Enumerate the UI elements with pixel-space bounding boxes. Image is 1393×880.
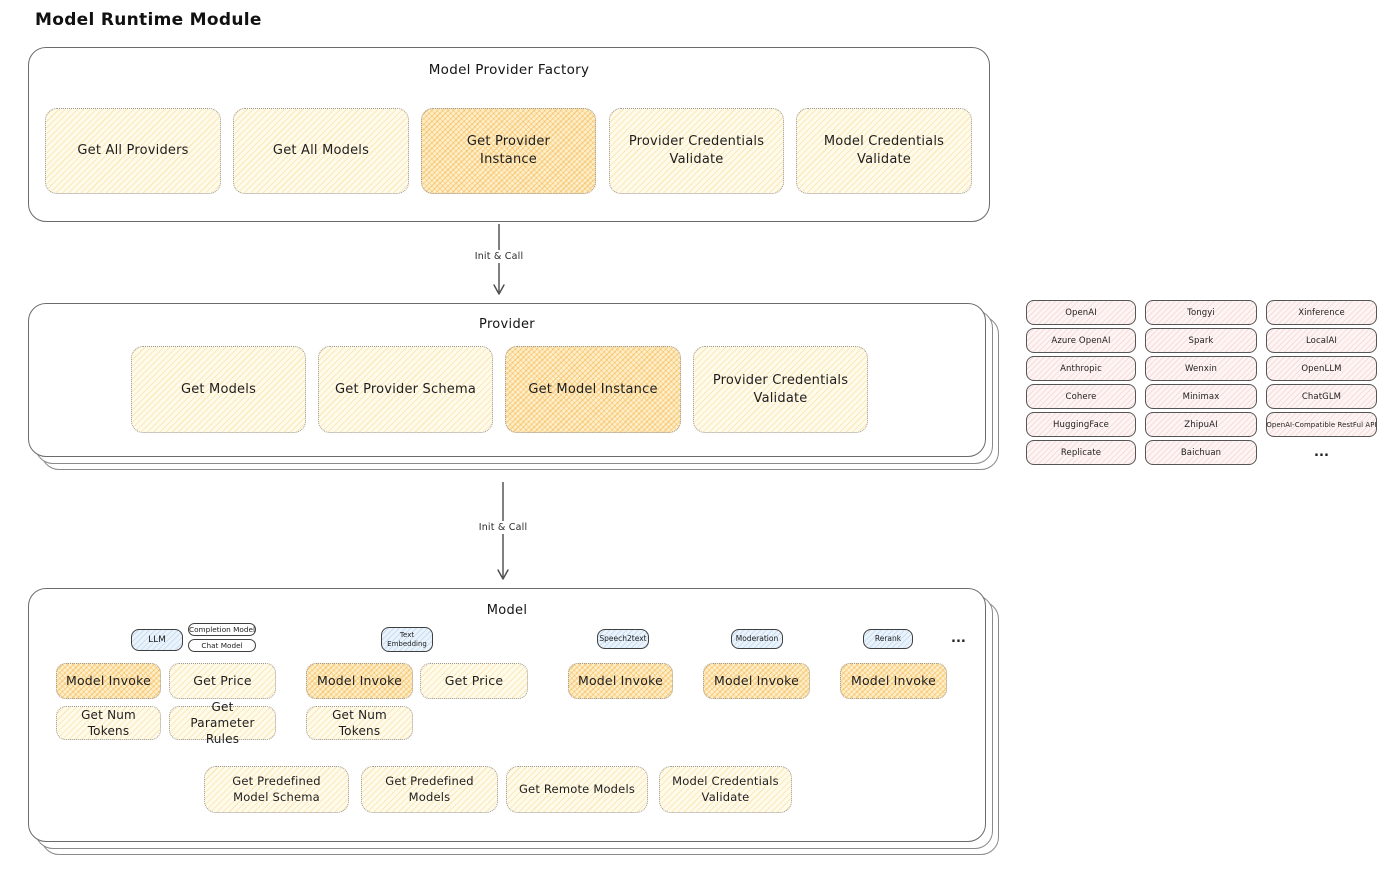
factory-panel-title: Model Provider Factory bbox=[428, 62, 590, 78]
provider-pill-anthropic: Anthropic bbox=[1026, 356, 1136, 381]
text-embedding-get-price-button: Get Price bbox=[420, 663, 528, 699]
provider-button-get-provider-schema: Get Provider Schema bbox=[318, 346, 493, 433]
tab-llm: LLM bbox=[131, 629, 183, 651]
factory-button-provider-credentials-validate: Provider Credentials Validate bbox=[609, 108, 784, 194]
arrow-factory-to-provider: Init & Call bbox=[470, 224, 528, 296]
factory-panel: Model Provider Factory Get All Providers… bbox=[28, 47, 990, 222]
model-credentials-validate-button: Model Credentials Validate bbox=[659, 766, 792, 813]
tab-moderation: Moderation bbox=[731, 629, 783, 649]
arrow-label-init-call: Init & Call bbox=[470, 250, 528, 263]
page-title: Model Runtime Module bbox=[35, 10, 262, 30]
tab-text-embedding: Text Embedding bbox=[381, 627, 433, 652]
tag-completion-model: Completion Model bbox=[188, 623, 256, 636]
speech2text-model-invoke-button: Model Invoke bbox=[568, 663, 673, 699]
llm-model-invoke-button: Model Invoke bbox=[56, 663, 161, 699]
factory-button-get-all-providers: Get All Providers bbox=[45, 108, 221, 194]
model-panel-title: Model bbox=[486, 603, 528, 618]
provider-panel: Provider Get Models Get Provider Schema … bbox=[28, 303, 986, 457]
provider-button-provider-credentials-validate: Provider Credentials Validate bbox=[693, 346, 868, 433]
provider-pill-openllm: OpenLLM bbox=[1266, 356, 1377, 381]
moderation-model-invoke-button: Model Invoke bbox=[703, 663, 810, 699]
text-embedding-model-invoke-button: Model Invoke bbox=[306, 663, 413, 699]
provider-pill-zhipuai: ZhipuAI bbox=[1145, 412, 1257, 437]
factory-button-model-credentials-validate: Model Credentials Validate bbox=[796, 108, 972, 194]
provider-list: OpenAI Azure OpenAI Anthropic Cohere Hug… bbox=[1026, 300, 1377, 465]
provider-list-ellipsis: ... bbox=[1313, 445, 1330, 460]
provider-pill-huggingface: HuggingFace bbox=[1026, 412, 1136, 437]
provider-pill-openai-compatible: OpenAI-Compatible RestFul API bbox=[1266, 412, 1377, 437]
provider-button-get-models: Get Models bbox=[131, 346, 306, 433]
factory-button-get-all-models: Get All Models bbox=[233, 108, 409, 194]
provider-pill-wenxin: Wenxin bbox=[1145, 356, 1257, 381]
factory-button-get-provider-instance: Get Provider Instance bbox=[421, 108, 596, 194]
arrow-label-init-call: Init & Call bbox=[474, 521, 532, 534]
provider-pill-cohere: Cohere bbox=[1026, 384, 1136, 409]
provider-pill-azure-openai: Azure OpenAI bbox=[1026, 328, 1136, 353]
get-remote-models-button: Get Remote Models bbox=[506, 766, 648, 813]
get-predefined-model-schema-button: Get Predefined Model Schema bbox=[204, 766, 349, 813]
provider-pill-localai: LocalAI bbox=[1266, 328, 1377, 353]
model-panel: Model LLM Completion Model Chat Model Te… bbox=[28, 588, 986, 842]
provider-pill-openai: OpenAI bbox=[1026, 300, 1136, 325]
llm-get-num-tokens-button: Get Num Tokens bbox=[56, 706, 161, 740]
provider-pill-baichuan: Baichuan bbox=[1145, 440, 1257, 465]
llm-get-price-button: Get Price bbox=[169, 663, 276, 699]
provider-pill-tongyi: Tongyi bbox=[1145, 300, 1257, 325]
provider-pill-xinference: Xinference bbox=[1266, 300, 1377, 325]
llm-get-parameter-rules-button: Get Parameter Rules bbox=[169, 700, 276, 746]
provider-panel-title: Provider bbox=[479, 317, 535, 332]
text-embedding-get-num-tokens-button: Get Num Tokens bbox=[306, 706, 413, 740]
get-predefined-models-button: Get Predefined Models bbox=[361, 766, 498, 813]
provider-button-get-model-instance: Get Model Instance bbox=[505, 346, 681, 433]
model-tabs-ellipsis: ... bbox=[951, 631, 966, 646]
rerank-model-invoke-button: Model Invoke bbox=[840, 663, 947, 699]
provider-pill-minimax: Minimax bbox=[1145, 384, 1257, 409]
tab-speech2text: Speech2text bbox=[597, 629, 649, 649]
provider-pill-replicate: Replicate bbox=[1026, 440, 1136, 465]
arrow-provider-to-model: Init & Call bbox=[474, 482, 532, 581]
tag-chat-model: Chat Model bbox=[188, 639, 256, 652]
provider-pill-spark: Spark bbox=[1145, 328, 1257, 353]
provider-pill-chatglm: ChatGLM bbox=[1266, 384, 1377, 409]
tab-rerank: Rerank bbox=[863, 629, 913, 649]
